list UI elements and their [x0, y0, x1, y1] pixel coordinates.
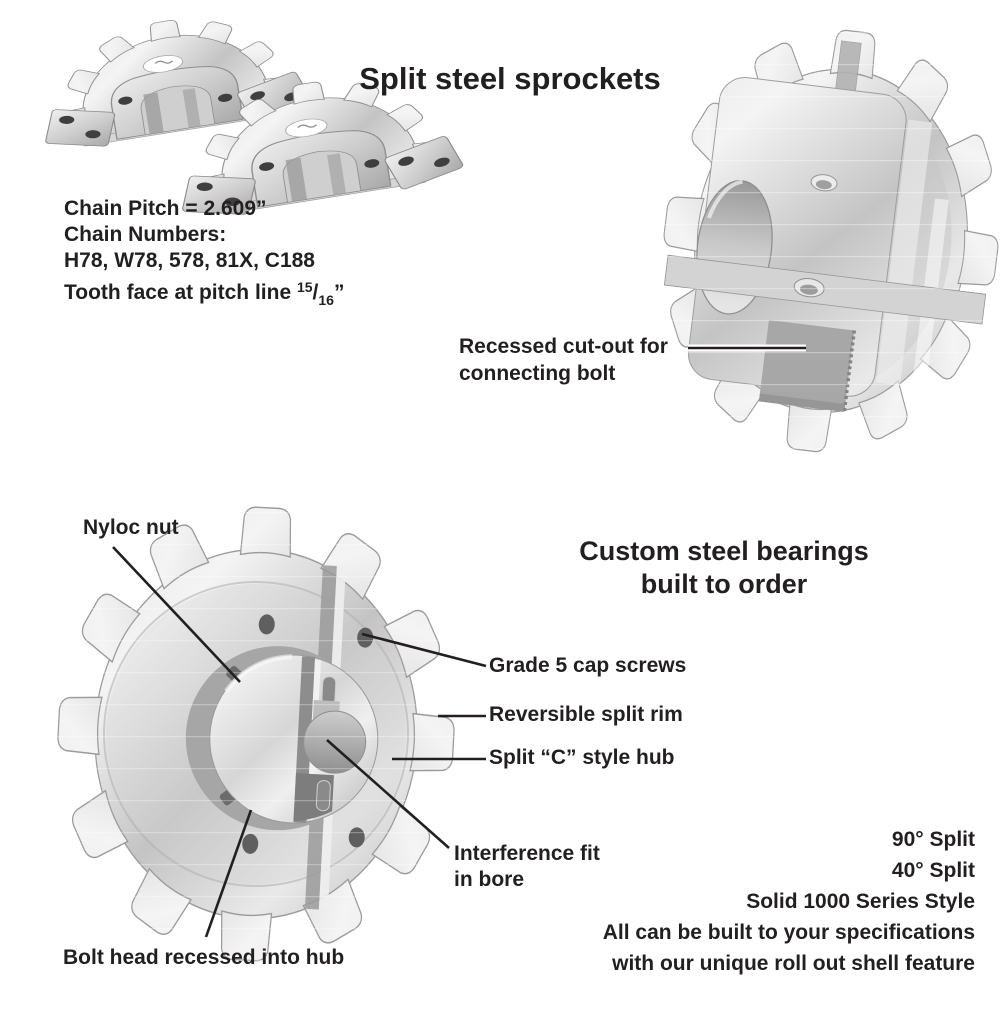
callout-interference-fit: Interference fit in bore	[454, 841, 600, 893]
leader-lines	[112, 344, 806, 938]
chain-numbers-label: Chain Numbers:	[64, 223, 227, 246]
callout-split-hub: Split “C” style hub	[489, 746, 675, 769]
option-40-split: 40° Split	[891, 859, 975, 882]
option-built-to-spec: All can be built to your specifications	[602, 921, 975, 944]
custom-bearings-heading: Custom steel bearings built to order	[512, 535, 936, 601]
option-solid-1000: Solid 1000 Series Style	[746, 890, 975, 913]
callout-grade5-screws: Grade 5 cap screws	[489, 654, 687, 677]
callout-recessed-line2: connecting bolt	[459, 362, 616, 385]
callout-recessed-line1: Recessed cut-out for	[459, 335, 668, 358]
leader-grade5-screws	[361, 632, 487, 668]
leader-nyloc-nut	[112, 546, 241, 683]
tooth-face-prefix: Tooth face at pitch line	[64, 281, 297, 304]
tooth-face-suffix: ”	[333, 281, 345, 304]
tooth-face-spec: Tooth face at pitch line 15/16”	[64, 274, 344, 313]
page-title: Split steel sprockets	[359, 60, 661, 96]
option-90-split: 90° Split	[891, 828, 975, 851]
leader-interference	[326, 739, 450, 849]
custom-heading-line1: Custom steel bearings	[579, 536, 869, 566]
options-list: 90° Split 40° Split Solid 1000 Series St…	[520, 824, 975, 979]
callout-recessed-cutout: Recessed cut-out for connecting bolt	[459, 333, 668, 387]
fraction-denominator: 16	[318, 292, 334, 308]
chain-specs: Chain Pitch = 2.609” Chain Numbers: H78,…	[64, 196, 344, 313]
fraction-numerator: 15	[296, 279, 313, 295]
custom-heading-line2: built to order	[640, 569, 808, 599]
fraction-slash: /	[312, 281, 319, 304]
callout-nyloc-nut: Nyloc nut	[83, 516, 179, 539]
callout-interference-line1: Interference fit	[454, 842, 600, 865]
chain-numbers-list: H78, W78, 578, 81X, C188	[64, 249, 315, 272]
callout-reversible-rim: Reversible split rim	[489, 703, 683, 726]
option-roll-out-shell: with our unique roll out shell feature	[612, 952, 975, 975]
callout-bolt-head: Bolt head recessed into hub	[63, 946, 345, 969]
chain-pitch-spec: Chain Pitch = 2.609”	[64, 197, 267, 220]
callout-interference-line2: in bore	[454, 868, 525, 891]
leader-bolt-head	[204, 809, 253, 938]
